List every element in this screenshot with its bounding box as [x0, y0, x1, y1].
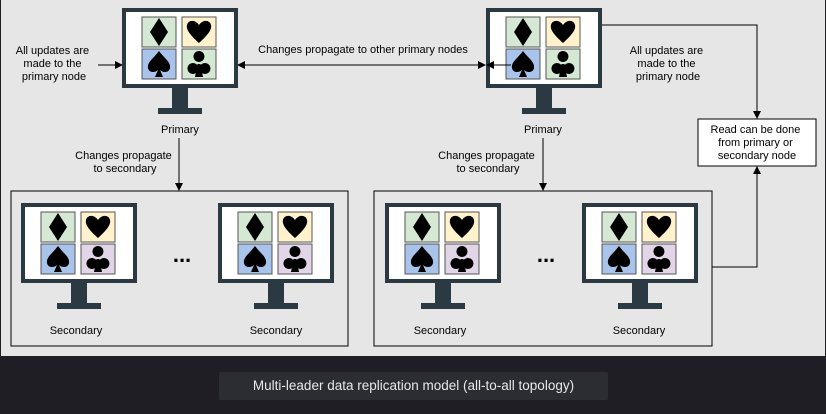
diamond-icon — [246, 213, 264, 241]
monitor-neck — [435, 283, 451, 303]
heart-icon — [449, 215, 475, 238]
spade-icon — [147, 51, 171, 77]
monitor-neck — [536, 88, 552, 108]
diamond-icon — [49, 213, 67, 241]
monitor-stand — [57, 303, 101, 309]
club-icon — [283, 246, 307, 272]
read-box — [697, 118, 817, 167]
spade-icon — [46, 246, 70, 272]
secondary-node — [385, 203, 501, 309]
suit-tile — [641, 211, 677, 243]
replication-diagram: Read can be done from primary or seconda… — [10, 8, 817, 347]
secondary-node — [21, 203, 137, 309]
spade-icon — [511, 51, 535, 77]
secondary-label: Secondary — [50, 325, 103, 337]
club-icon — [187, 51, 211, 77]
update-note-left: All updates are made to the primary node — [16, 45, 92, 83]
diamond-icon — [610, 213, 628, 241]
secondary-group-right — [373, 190, 713, 347]
figure-caption: Multi-leader data replication model (all… — [219, 372, 608, 400]
monitor-neck — [71, 283, 87, 303]
primary-link-label: Changes propagate to other primary nodes — [258, 44, 468, 56]
primary-node-right — [486, 8, 602, 114]
club-icon — [86, 246, 110, 272]
monitor-neck — [632, 283, 648, 303]
read-box-text: Read can be done from primary or seconda… — [711, 124, 804, 162]
heart-icon — [186, 20, 212, 43]
monitor-neck — [268, 283, 284, 303]
secondary-group-left — [10, 190, 349, 347]
secondary-node — [582, 203, 698, 309]
heart-icon — [85, 215, 111, 238]
monitor-stand — [522, 108, 566, 114]
primary-right-label: Primary — [524, 124, 562, 136]
diamond-icon — [150, 18, 168, 46]
club-icon — [450, 246, 474, 272]
spade-icon — [410, 246, 434, 272]
update-note-right: All updates are made to the primary node — [630, 45, 706, 83]
secondary-label: Secondary — [250, 325, 303, 337]
heart-icon — [282, 215, 308, 238]
propagate-note-left: Changes propagate to secondary — [75, 150, 175, 175]
club-icon — [551, 51, 575, 77]
diamond-icon — [413, 213, 431, 241]
primary-node-left — [122, 8, 238, 114]
monitor-stand — [421, 303, 465, 309]
nodes — [21, 8, 698, 309]
propagate-note-right: Changes propagate to secondary — [438, 150, 538, 175]
monitor-stand — [618, 303, 662, 309]
monitor-neck — [172, 88, 188, 108]
secondary-label: Secondary — [414, 325, 467, 337]
heart-icon — [646, 215, 672, 238]
ellipsis: ... — [173, 242, 191, 267]
diagram-canvas: Read can be done from primary or seconda… — [1, 0, 825, 356]
diamond-icon — [514, 18, 532, 46]
secondary-node — [218, 203, 334, 309]
arrow-read-secondary — [712, 166, 761, 268]
ellipsis: ... — [537, 242, 555, 267]
club-icon — [647, 246, 671, 272]
spade-icon — [243, 246, 267, 272]
spade-icon — [607, 246, 631, 272]
monitor-stand — [254, 303, 298, 309]
monitor-stand — [158, 108, 202, 114]
heart-icon — [550, 20, 576, 43]
primary-left-label: Primary — [161, 124, 199, 136]
arrow-read-primary — [602, 24, 761, 119]
secondary-label: Secondary — [613, 325, 666, 337]
